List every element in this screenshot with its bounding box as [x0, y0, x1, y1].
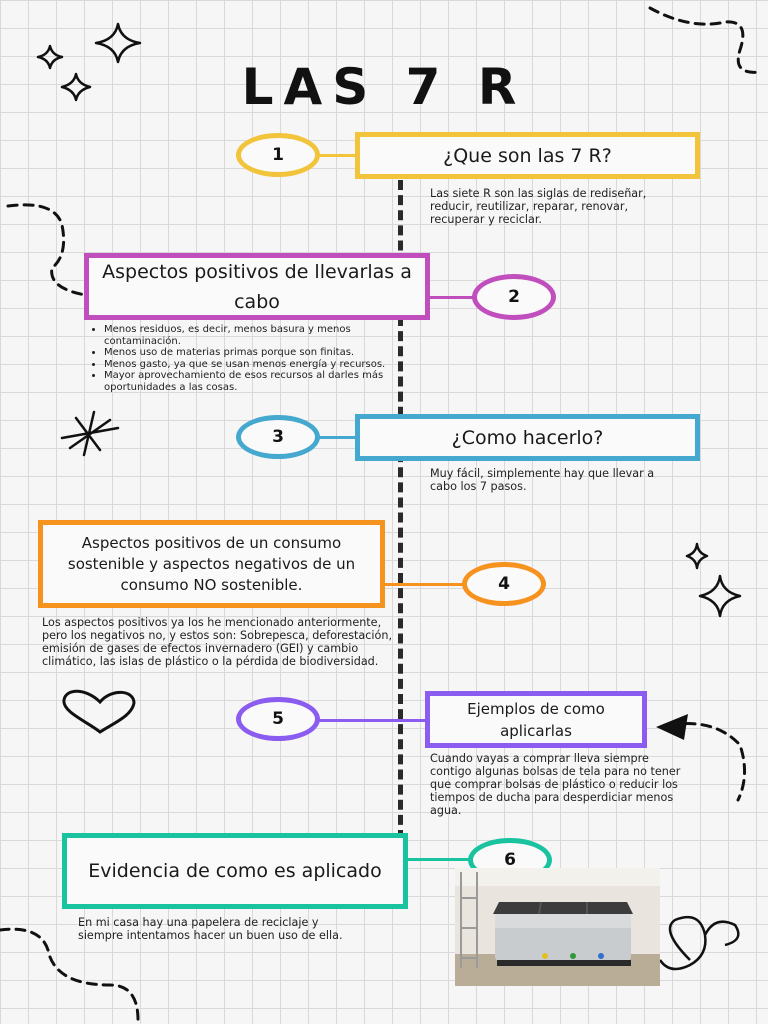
- step-heading-4: Aspectos positivos de un consumo sosteni…: [38, 520, 385, 608]
- connector-2: [427, 296, 475, 299]
- step-body-3: Muy fácil, simplemente hay que llevar a …: [430, 467, 655, 493]
- step-heading-3: ¿Como hacerlo?: [355, 414, 700, 461]
- connector-5: [318, 719, 428, 722]
- asterisk-icon: [60, 410, 120, 457]
- step-number-4: 4: [462, 562, 546, 606]
- page-title: LAS 7 R: [241, 58, 527, 116]
- timeline-line: [398, 180, 403, 840]
- step-number-5: 5: [236, 697, 320, 741]
- step-heading-2: Aspectos positivos de llevarlas a cabo: [84, 253, 430, 320]
- connector-3: [318, 436, 358, 439]
- step-heading-1: ¿Que son las 7 R?: [355, 132, 700, 179]
- step-heading-6: Evidencia de como es aplicado: [62, 833, 408, 909]
- recycling-bin-image: [455, 868, 660, 986]
- step-number-2: 2: [472, 274, 556, 320]
- step-heading-5: Ejemplos de como aplicarlas: [425, 691, 647, 748]
- step-body-6: En mi casa hay una papelera de reciclaje…: [78, 916, 343, 942]
- bullet-item: Menos uso de materias primas porque son …: [104, 347, 409, 359]
- recycling-bin-photo: [455, 868, 660, 986]
- connector-4: [383, 583, 465, 586]
- step-bullets-2: Menos residuos, es decir, menos basura y…: [90, 324, 409, 393]
- dashed-curve: [0, 6, 762, 1022]
- swirl-icon: [658, 915, 740, 971]
- step-body-5: Cuando vayas a comprar lleva siempre con…: [430, 752, 681, 817]
- step-number-3: 3: [236, 415, 320, 459]
- sparkle-icon: [36, 22, 742, 618]
- heart-icon: [62, 689, 136, 734]
- step-body-4: Los aspectos positivos ya los he mencion…: [42, 616, 393, 668]
- bullet-item: Menos gasto, ya que se usan menos energí…: [104, 359, 409, 371]
- bullet-item: Menos residuos, es decir, menos basura y…: [104, 324, 409, 347]
- connector-6: [405, 858, 473, 861]
- step-body-1: Las siete R son las siglas de rediseñar,…: [430, 187, 647, 226]
- bullet-item: Mayor aprovechamiento de esos recursos a…: [104, 370, 409, 393]
- step-number-1: 1: [236, 133, 320, 177]
- connector-1: [318, 154, 358, 157]
